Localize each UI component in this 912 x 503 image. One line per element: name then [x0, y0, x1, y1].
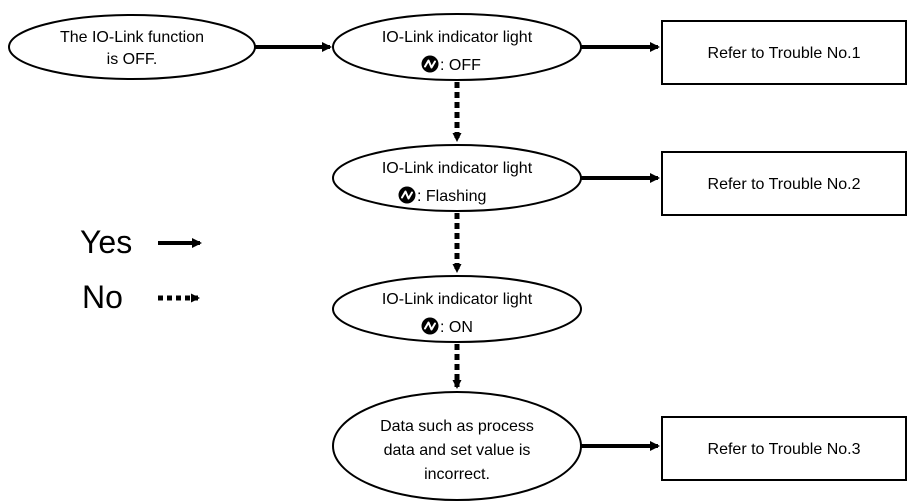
start-node-line-2: is OFF.: [107, 51, 158, 68]
indicator-flashing-state: : Flashing: [417, 188, 486, 205]
trouble-2-box: Refer to Trouble No.2: [661, 151, 907, 216]
data-node-line-1: Data such as process: [380, 418, 534, 435]
indicator-flashing-title: IO-Link indicator light: [382, 160, 533, 177]
trouble-3-label: Refer to Trouble No.3: [708, 441, 861, 458]
indicator-off-node: IO-Link indicator light : OFF: [332, 13, 582, 81]
legend-no-label: No: [82, 279, 123, 315]
indicator-flashing-node: IO-Link indicator light : Flashing: [332, 144, 582, 212]
data-incorrect-node: Data such as process data and set value …: [332, 391, 582, 501]
data-node-line-3: incorrect.: [424, 466, 490, 483]
start-node: The IO-Link function is OFF.: [8, 14, 256, 80]
io-link-indicator-icon: [420, 316, 440, 336]
indicator-on-node: IO-Link indicator light : ON: [332, 275, 582, 343]
io-link-indicator-icon: [397, 185, 417, 205]
legend-yes-label: Yes: [80, 224, 132, 260]
io-link-indicator-icon: [420, 54, 440, 74]
trouble-1-label: Refer to Trouble No.1: [708, 45, 861, 62]
data-node-line-2: data and set value is: [384, 442, 531, 459]
trouble-1-box: Refer to Trouble No.1: [661, 20, 907, 85]
start-node-line-1: The IO-Link function: [60, 29, 204, 46]
indicator-off-state: : OFF: [440, 57, 481, 74]
trouble-2-label: Refer to Trouble No.2: [708, 176, 861, 193]
indicator-on-state: : ON: [440, 319, 473, 336]
legend: Yes No: [80, 224, 202, 315]
indicator-off-title: IO-Link indicator light: [382, 29, 533, 46]
trouble-3-box: Refer to Trouble No.3: [661, 416, 907, 481]
indicator-on-title: IO-Link indicator light: [382, 291, 533, 308]
